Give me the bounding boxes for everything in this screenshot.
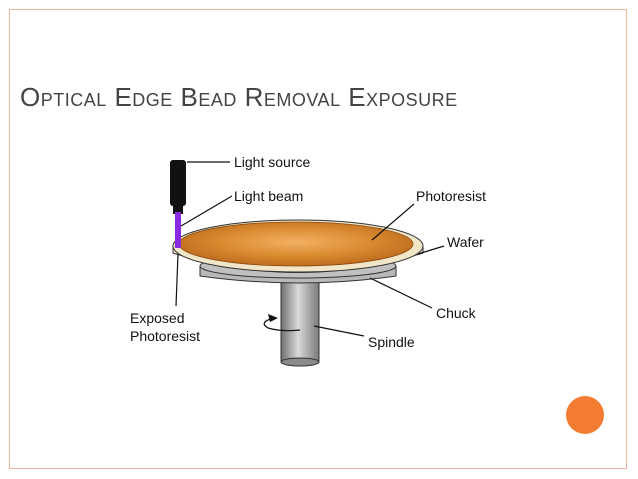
spindle bbox=[280, 275, 320, 367]
light-beam bbox=[175, 212, 181, 248]
leader-wafer bbox=[417, 245, 445, 255]
label-light-source: Light source bbox=[234, 154, 310, 170]
leader-spindle bbox=[313, 325, 365, 337]
slide-frame bbox=[9, 9, 627, 469]
slide-title: Optical Edge Bead Removal Exposure bbox=[20, 82, 458, 112]
leader-light-beam bbox=[180, 195, 233, 227]
accent-circle bbox=[566, 396, 604, 434]
label-light-beam: Light beam bbox=[234, 188, 303, 204]
label-spindle: Spindle bbox=[368, 334, 415, 350]
leader-lines bbox=[175, 161, 445, 337]
photoresist-layer bbox=[178, 221, 414, 267]
label-photoresist: Photoresist bbox=[416, 188, 486, 204]
leader-chuck bbox=[369, 277, 433, 309]
label-chuck: Chuck bbox=[436, 305, 477, 321]
label-wafer: Wafer bbox=[447, 234, 484, 250]
leader-photoresist bbox=[371, 203, 415, 241]
rotation-arrow-icon bbox=[263, 314, 301, 332]
light-source bbox=[170, 160, 186, 214]
label-exposed-photoresist: Photoresist bbox=[130, 328, 200, 344]
leader-exposed-photoresist bbox=[175, 253, 179, 307]
label-exposed: Exposed bbox=[130, 310, 184, 326]
